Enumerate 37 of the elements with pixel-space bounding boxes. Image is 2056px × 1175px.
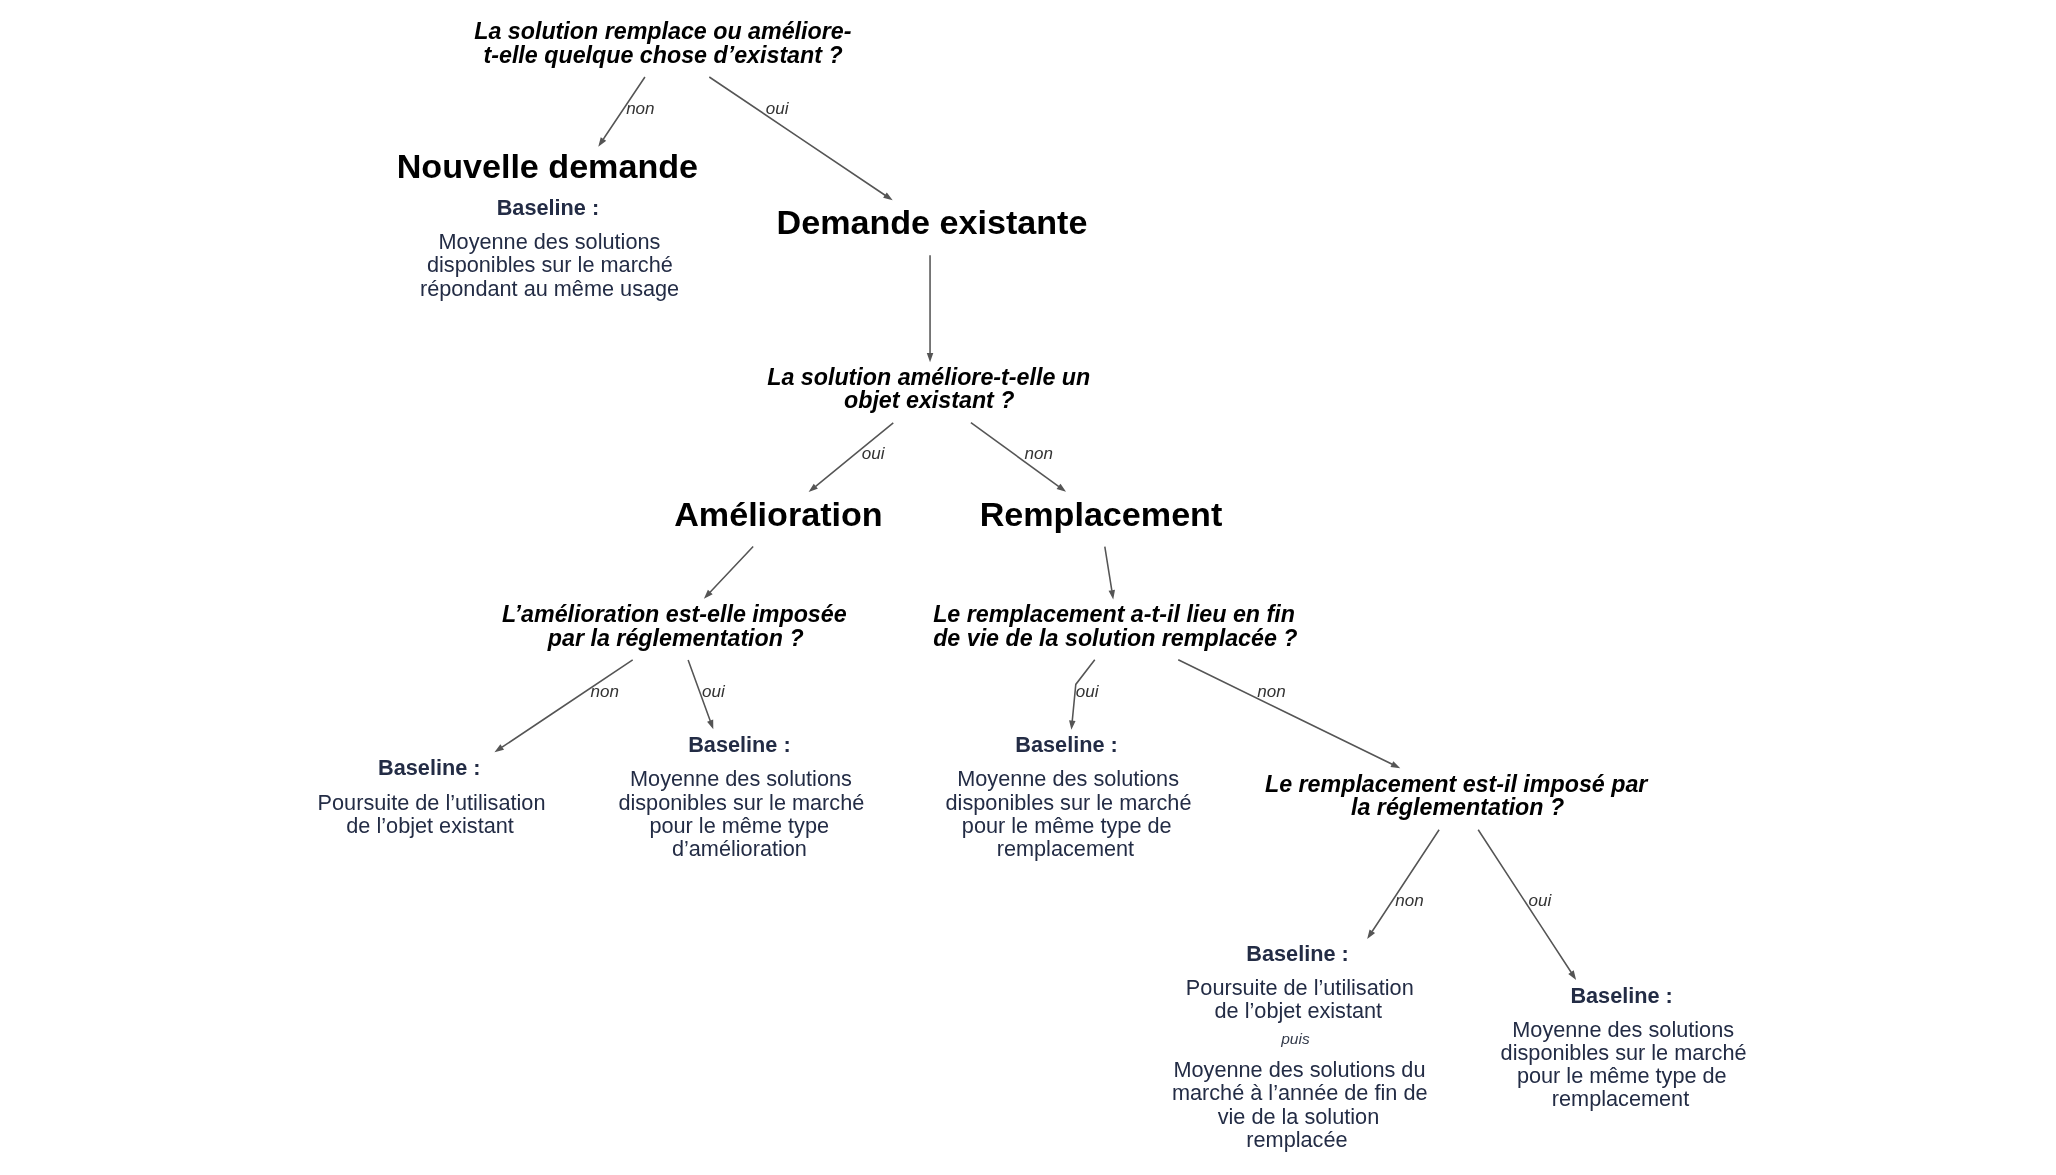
node-text: L’amélioration est-elle imposée par la réglementation ?	[501, 601, 847, 651]
node-text: Baseline : Moyenne des solutions disponibles sur le marché pour le même type de remplacement	[945, 732, 1191, 862]
node-text: La solution remplace ou améliore-t-elle quelque chose d’existant ?	[473, 18, 851, 68]
arrow	[708, 76, 893, 201]
edge-label: oui	[765, 98, 788, 118]
arrow	[969, 421, 1066, 492]
node-text: Remplacement	[979, 494, 1222, 533]
node-text: Le remplacement est-il imposé par la réglementation ?	[1264, 771, 1647, 821]
arrow	[686, 659, 713, 730]
edge-label: non	[1024, 444, 1053, 464]
node-text: Demande existante	[776, 203, 1087, 242]
edge-label: non	[589, 681, 619, 701]
arrow	[1068, 659, 1096, 730]
edge-label: oui	[1075, 681, 1099, 701]
node-text: Baseline : Poursuite de l’utilisation de l’objet existant	[317, 755, 545, 838]
arrow	[703, 545, 754, 599]
arrow	[1103, 545, 1115, 600]
edge-label: non	[1394, 890, 1424, 910]
arrow	[926, 254, 933, 363]
arrow	[597, 76, 646, 147]
node-text: La solution améliore-t-elle un objet existant ?	[766, 364, 1090, 414]
edge-label: oui	[1528, 890, 1551, 910]
node-text: Baseline : Poursuite de l’utilisation de l’objet existant puis Moyenne des solutions du marché à l’année de fin de vie de la solution remplacée	[1171, 940, 1428, 1152]
edge-label: non	[1256, 681, 1286, 701]
node-text: Nouvelle demande Baseline : Moyenne des solutions disponibles sur le marché répondant au même usage	[396, 147, 698, 301]
arrow	[808, 422, 894, 493]
edge-label: non	[625, 98, 655, 118]
edge-label: oui	[701, 681, 725, 701]
edge-label: oui	[861, 444, 885, 464]
arrow	[493, 659, 633, 753]
arrow	[1366, 828, 1440, 940]
node-text: Baseline : Moyenne des solutions disponibles sur le marché pour le même type de remplacement	[1500, 982, 1747, 1112]
arrow	[1176, 658, 1400, 769]
node-text: Le remplacement a-t-il lieu en fin de vie de la solution remplacée ?	[932, 601, 1298, 651]
node-text: Amélioration	[673, 494, 883, 533]
node-text: Baseline : Moyenne des solutions disponibles sur le marché pour le même type d’amélioration	[617, 732, 864, 862]
arrow	[1476, 828, 1576, 980]
